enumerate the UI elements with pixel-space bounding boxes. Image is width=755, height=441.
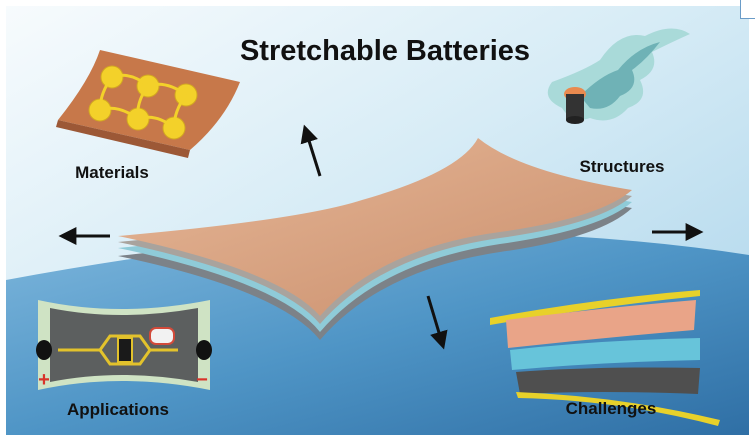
stretched-battery-film: [118, 138, 632, 340]
structures-illustration: [547, 28, 690, 124]
challenges-illustration: [490, 290, 720, 426]
arrow-up: [300, 124, 322, 177]
applications-illustration: [36, 300, 212, 390]
label-structures: Structures: [579, 157, 664, 176]
label-challenges: Challenges: [566, 399, 657, 418]
polarity-plus: +: [38, 369, 50, 391]
polarity-minus: −: [196, 369, 208, 391]
label-materials: Materials: [75, 163, 149, 182]
label-applications: Applications: [67, 400, 169, 419]
figure-title: Stretchable Batteries: [240, 35, 530, 67]
corner-selection-mark: [740, 0, 755, 19]
arrow-down: [426, 295, 448, 350]
materials-illustration: [56, 50, 240, 158]
